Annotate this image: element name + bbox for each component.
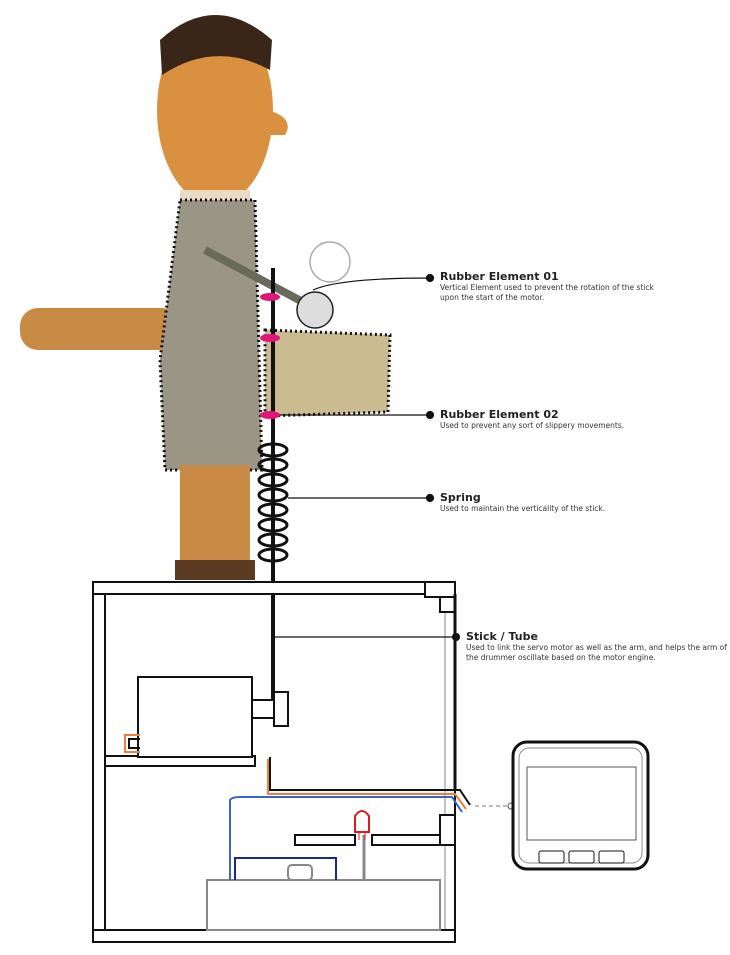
annotation-rubber-element-02: Rubber Element 02 Used to prevent any so… (440, 408, 700, 431)
annotation-stick-tube: Stick / Tube Used to link the servo moto… (466, 630, 728, 663)
nose (268, 110, 288, 135)
annotation-desc: Used to prevent any sort of slippery mov… (440, 421, 625, 430)
rubber-element-01 (260, 293, 280, 301)
sensor (287, 864, 313, 881)
wires (124, 734, 471, 880)
drumstick-ghost-ball (309, 241, 351, 283)
drum (263, 328, 392, 418)
device-button-3[interactable] (598, 850, 625, 864)
annotation-desc: Used to maintain the verticality of the … (440, 504, 606, 513)
annotation-title: Rubber Element 02 (440, 408, 559, 421)
arm-peg (20, 308, 180, 350)
annotation-rubber-element-01: Rubber Element 01 Vertical Element used … (440, 270, 660, 303)
annotation-title: Rubber Element 01 (440, 270, 559, 283)
device-button-1[interactable] (538, 850, 565, 864)
annotation-title: Stick / Tube (466, 630, 538, 643)
servo-motor (137, 676, 253, 758)
led (354, 810, 370, 840)
device-button-2[interactable] (568, 850, 595, 864)
feet (175, 560, 255, 580)
display-device (511, 740, 650, 871)
enclosure-box (92, 581, 457, 943)
legs (180, 465, 250, 575)
annotation-spring: Spring Used to maintain the verticality … (440, 491, 700, 514)
annotation-desc: Vertical Element used to prevent the rot… (440, 283, 654, 302)
body-outline (158, 198, 264, 472)
rubber-element-02 (260, 411, 280, 419)
hair (160, 15, 272, 75)
wooden-drummer-figure (20, 15, 392, 580)
annotation-title: Spring (440, 491, 481, 504)
annotation-desc: Used to link the servo motor as well as … (466, 643, 727, 662)
drumstick-ball (296, 291, 334, 329)
leader-lines (275, 273, 461, 642)
